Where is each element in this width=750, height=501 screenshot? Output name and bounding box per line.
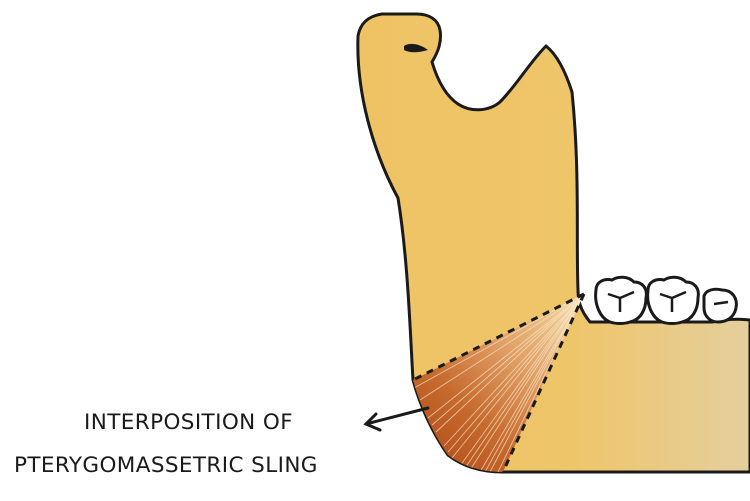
coronoid-hook: [404, 43, 428, 53]
premolar-tooth: [702, 287, 738, 324]
teeth: [594, 275, 738, 325]
pterygomasseteric-sling: [413, 294, 584, 472]
mandible-bone: [356, 12, 750, 474]
pointer-arrow: [363, 406, 430, 432]
sling-upper-boundary: [412, 292, 585, 382]
sling-lower-boundary: [501, 293, 586, 473]
annotation-line-1: INTERPOSITION OF: [84, 410, 293, 435]
annotation-line-2: PTERYGOMASSETRIC SLING: [14, 453, 318, 478]
